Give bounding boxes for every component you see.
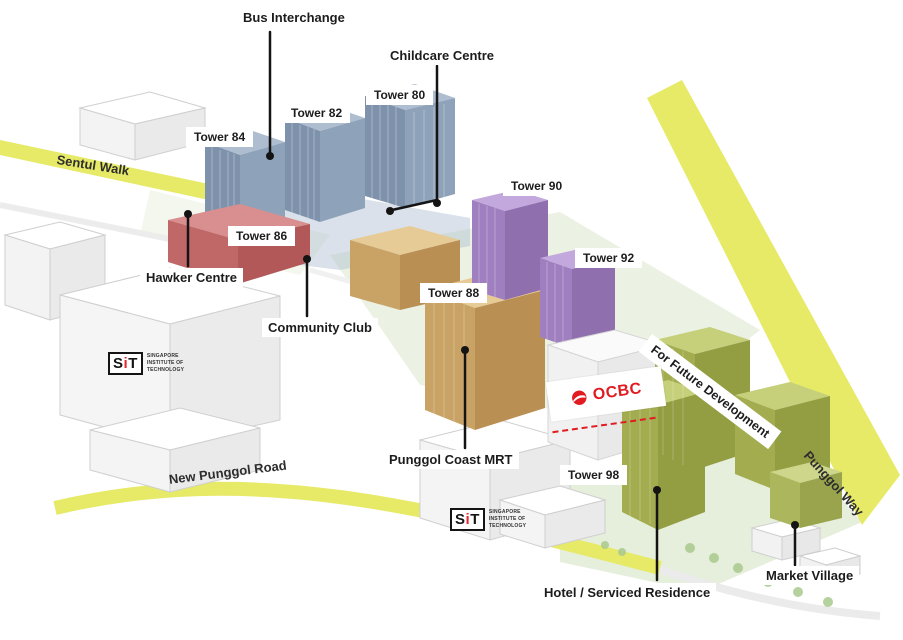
purple-towers [472,190,615,348]
label-market-village: Market Village [760,566,860,585]
sit-caption: SINGAPORE INSTITUTE OF TECHNOLOGY [146,353,185,373]
tan-tower-88 [350,226,545,430]
label-tower-90: Tower 90 [503,176,571,196]
label-hawker-centre: Hawker Centre [140,268,244,287]
label-tower-80: Tower 80 [366,85,434,105]
label-hotel-serviced-residence: Hotel / Serviced Residence [538,583,717,602]
label-bus-interchange: Bus Interchange [237,8,351,27]
ocbc-wordmark: OCBC [591,380,643,404]
label-punggol-coast-mrt: Punggol Coast MRT [383,450,519,469]
sit-wordmark: SiT [108,352,143,375]
label-tower-88: Tower 88 [420,283,488,303]
ocbc-banner: OCBC [545,366,667,422]
label-tower-92: Tower 92 [575,248,643,268]
ocbc-logo-icon [572,390,587,405]
label-community-club: Community Club [262,318,378,337]
sit-wordmark: SiT [450,508,485,531]
label-tower-98: Tower 98 [560,465,628,485]
road-band-sentul-walk [0,140,228,202]
label-tower-82: Tower 82 [283,103,351,123]
sit-caption: SINGAPORE INSTITUTE OF TECHNOLOGY [488,509,527,529]
sit-logo: SiT SINGAPORE INSTITUTE OF TECHNOLOGY [108,352,184,375]
road-band-punggol-way [647,80,900,525]
label-tower-86: Tower 86 [228,226,296,246]
road [638,558,881,620]
label-tower-84: Tower 84 [186,127,254,147]
sit-logo: SiT SINGAPORE INSTITUTE OF TECHNOLOGY [450,508,526,531]
callout-dots [184,152,799,529]
label-childcare-centre: Childcare Centre [384,46,501,65]
